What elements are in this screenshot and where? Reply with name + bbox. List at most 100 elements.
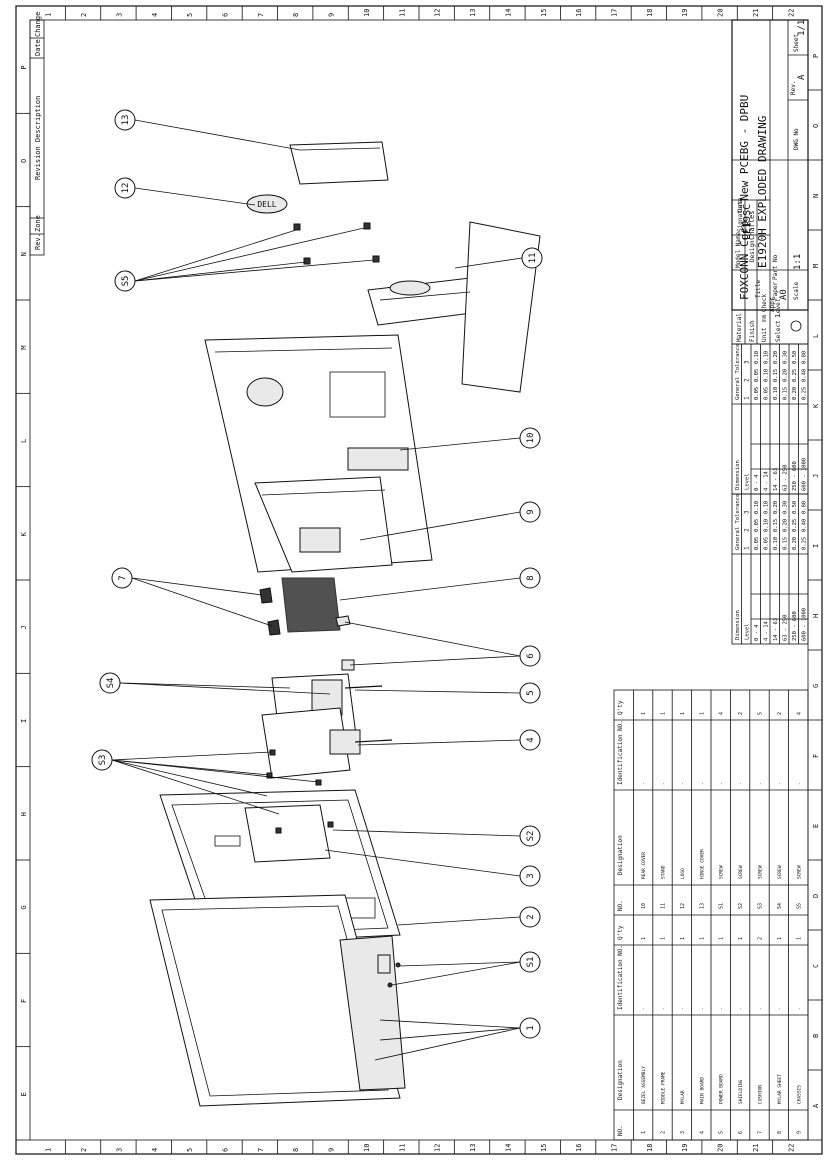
bom-row-identification: - <box>739 782 744 785</box>
row-marker-bottom-3: 3 <box>115 1148 123 1152</box>
row-marker-top-3: 3 <box>115 13 123 17</box>
level-label: Level <box>745 473 751 490</box>
svg-text:S3: S3 <box>98 755 108 766</box>
callout-balloons: 13 12 S5 11 10 9 8 7 6 5 S4 4 S3 S2 3 2 … <box>91 109 543 1039</box>
col-marker-left-F: F <box>20 999 28 1003</box>
row-marker-top-19: 19 <box>681 9 689 17</box>
col-marker-left-P: P <box>20 65 28 69</box>
bom-row-qty: 1 <box>680 712 686 715</box>
row-marker-top-22: 22 <box>787 9 795 17</box>
row-marker-top-4: 4 <box>151 13 159 17</box>
tolerance-range: 600 - 1000 <box>802 608 808 641</box>
bom-row-identification: - <box>739 1007 744 1010</box>
tolerance-value: 0.40 <box>802 519 808 532</box>
callout-3: 3 <box>519 865 541 887</box>
row-marker-bottom-7: 7 <box>257 1148 265 1152</box>
part-chassis <box>254 476 393 573</box>
part-main-board <box>261 707 393 779</box>
tolerance-value: 0.05 <box>754 537 760 550</box>
select-level-value: 1 <box>774 314 782 318</box>
row-marker-top-2: 2 <box>80 13 88 17</box>
col-marker-right-C: C <box>812 964 820 968</box>
bom-row-no: S3 <box>758 903 764 909</box>
title-label: Title <box>755 280 762 298</box>
tolerance-range: 4 - 14 <box>764 620 770 641</box>
bom-row-designation: SCREW <box>758 865 764 879</box>
callout-10: 10 <box>519 427 541 449</box>
row-marker-bottom-2: 2 <box>80 1148 88 1152</box>
row-marker-bottom-20: 20 <box>717 1144 725 1152</box>
paper-size: A0 <box>779 289 789 300</box>
dwg-no-label: DWG No <box>793 128 800 150</box>
col-marker-right-L: L <box>812 334 820 338</box>
tolerance-value: 0.05 <box>754 519 760 532</box>
svg-text:S4: S4 <box>106 678 116 689</box>
bom-row-identification: - <box>778 1007 783 1010</box>
tolerance-value: 0.80 <box>802 351 808 364</box>
callout-7: 7 <box>111 567 133 589</box>
part-cushions <box>259 587 281 636</box>
col-marker-left-M: M <box>20 345 28 349</box>
row-marker-bottom-1: 1 <box>45 1148 53 1152</box>
tolerance-value: 0.10 <box>764 369 770 382</box>
row-marker-top-18: 18 <box>646 9 654 17</box>
bom-row-qty: 1 <box>661 937 667 940</box>
title-block: FOXCONN Corp - New PCEBG - DPBU Title E1… <box>731 19 809 312</box>
row-marker-bottom-8: 8 <box>292 1148 300 1152</box>
col-marker-right-P: P <box>812 54 820 58</box>
svg-text:1: 1 <box>526 1025 536 1030</box>
zone-col-label: Zone <box>34 215 42 232</box>
tolerance-value: 0.25 <box>802 387 808 400</box>
bom-header-no: NO. <box>617 1125 624 1136</box>
part-logo-badge: DELL <box>246 194 288 214</box>
screws-s2 <box>275 821 334 834</box>
tolerance-value: 0.10 <box>773 537 779 550</box>
tolerance-value: 0.20 <box>792 537 798 550</box>
rev-col-label: Rev. <box>34 233 42 250</box>
callout-11: 11 <box>521 247 543 269</box>
svg-text:S2: S2 <box>526 831 536 842</box>
bom-row-designation: HINGE COVER <box>699 849 705 879</box>
col-marker-left-H: H <box>20 812 28 816</box>
tolerance-value: 0.20 <box>783 369 789 382</box>
bom-row-no: 2 <box>661 1131 667 1134</box>
finish-label: Finish <box>749 320 756 342</box>
bom-row-identification: - <box>681 1007 686 1010</box>
svg-text:S5: S5 <box>121 276 131 287</box>
callout-1: 1 <box>519 1017 541 1039</box>
callout-2: 2 <box>519 906 541 928</box>
tolerance-value: 0.10 <box>773 387 779 400</box>
col-marker-right-K: K <box>812 403 820 408</box>
bom-row-qty: 2 <box>758 937 764 940</box>
bom-row-identification: - <box>662 1007 667 1010</box>
tolerance-value: 0.05 <box>754 369 760 382</box>
row-marker-top-14: 14 <box>504 9 512 17</box>
tolerance-value: 0.15 <box>783 537 789 550</box>
tolerance-value: 0.30 <box>783 501 789 514</box>
bom-row-no: 11 <box>661 903 667 909</box>
col-marker-right-O: O <box>812 124 820 128</box>
bom-row-qty: 1 <box>796 937 802 940</box>
tolerance-value: 0.05 <box>764 537 770 550</box>
bom-header-no: NO. <box>617 900 624 911</box>
svg-text:3: 3 <box>526 873 536 878</box>
rev-label: Rev. <box>790 81 797 95</box>
callout-s2: S2 <box>519 825 541 847</box>
bom-row-no: 5 <box>719 1131 725 1134</box>
scale-label: Scale <box>793 282 800 300</box>
svg-text:8: 8 <box>526 575 536 580</box>
drawing-title: E1920H EXPLODED DRAWING <box>756 116 769 268</box>
tolerance-value: 0.20 <box>773 501 779 514</box>
svg-text:10: 10 <box>526 433 536 444</box>
bom-row-designation: MAIN BOARD <box>699 1077 705 1104</box>
bom-row-identification: - <box>778 782 783 785</box>
row-marker-top-20: 20 <box>717 9 725 17</box>
svg-text:2: 2 <box>526 914 536 919</box>
svg-text:11: 11 <box>528 253 538 264</box>
bom-row-identification: - <box>681 782 686 785</box>
row-marker-bottom-4: 4 <box>151 1148 159 1152</box>
row-marker-bottom-13: 13 <box>469 1144 477 1152</box>
svg-text:6: 6 <box>526 653 536 658</box>
